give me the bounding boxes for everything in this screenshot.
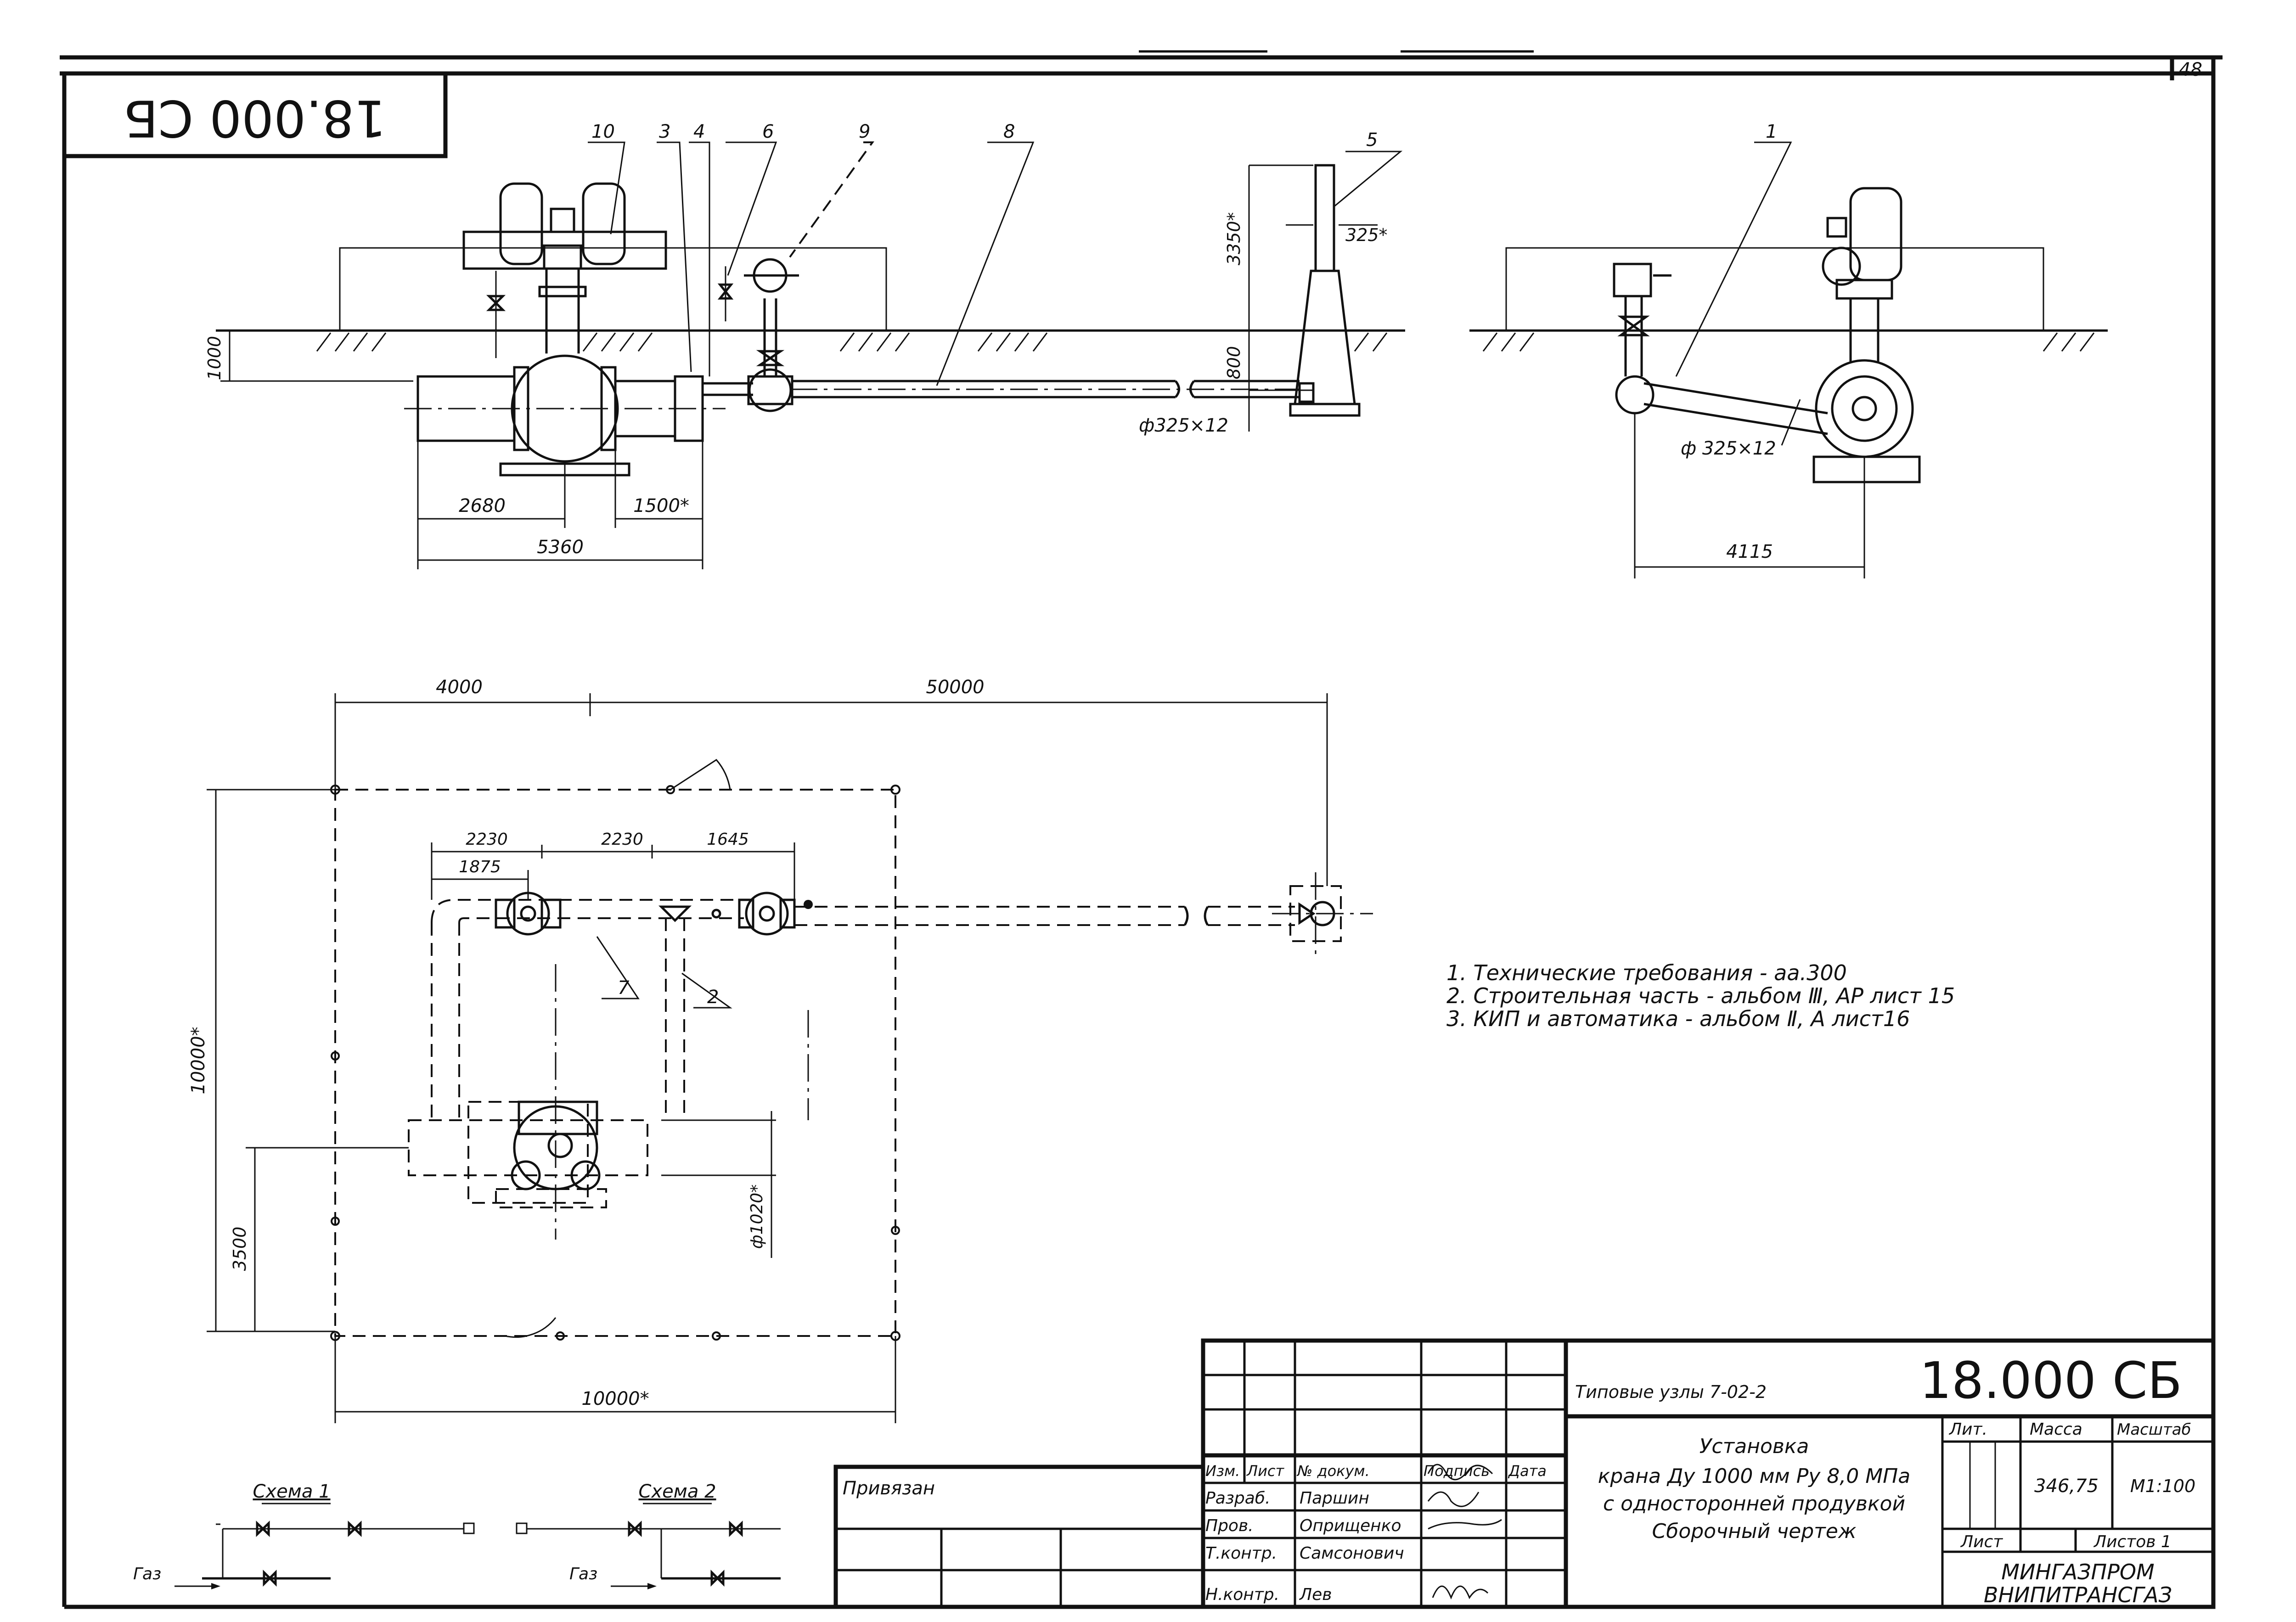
- role-dev: Разраб.: [1205, 1489, 1270, 1508]
- page-number: 48: [2179, 59, 2202, 80]
- dim-stack-depth: 800: [1224, 346, 1244, 380]
- mass-value: 346,75: [2034, 1476, 2099, 1497]
- scheme-1-gas: Газ: [133, 1565, 161, 1583]
- scheme-1: [174, 1503, 475, 1589]
- callout-4: 4: [693, 121, 705, 142]
- dim-side-pipe-dia: ф 325×12: [1681, 438, 1776, 459]
- name-tech: Самсонович: [1300, 1544, 1404, 1563]
- plan-view: [330, 759, 1373, 1341]
- org-1: МИНГАЗПРОМ: [2001, 1560, 2155, 1584]
- col-doc: № докум.: [1296, 1462, 1370, 1480]
- callout-2: 2: [707, 987, 719, 1008]
- title-block: [833, 1338, 2216, 1609]
- dim-side-width: 4115: [1726, 541, 1773, 562]
- dim-elev-depth: 1000: [204, 336, 225, 381]
- scheme-2-gas: Газ: [569, 1565, 597, 1583]
- notes: 1. Технические требования - аа.300 2. Ст…: [1446, 960, 1955, 1031]
- callout-6: 6: [762, 121, 774, 142]
- name-norm: Лев: [1299, 1585, 1332, 1604]
- dim-elev-width-a: 2680: [459, 495, 506, 516]
- note-2: 2. Строительная часть - альбом Ⅲ, АР лис…: [1446, 983, 1955, 1008]
- sheets-label: Листов 1: [2093, 1532, 2172, 1551]
- title-code: 18.000 СБ: [1919, 1351, 2182, 1410]
- bound-label: Привязан: [843, 1478, 935, 1499]
- col-sign: Подпись: [1424, 1462, 1490, 1480]
- title-line-4: Сборочный чертеж: [1652, 1520, 1856, 1543]
- scheme-2-label: Схема 2: [638, 1481, 716, 1502]
- title-line-2: крана Ду 1000 мм Ру 8,0 МПа: [1598, 1465, 1910, 1488]
- org-2: ВНИПИТРАНСГАЗ: [1984, 1583, 2172, 1607]
- dim-pipe-dia: ф325×12: [1139, 415, 1228, 436]
- role-check: Пров.: [1205, 1516, 1254, 1535]
- callout-9: 9: [859, 121, 870, 142]
- dim-plan-top-b: 50000: [926, 677, 984, 698]
- dim-elev-width-total: 5360: [537, 537, 584, 558]
- note-1: 1. Технические требования - аа.300: [1446, 960, 1847, 985]
- callout-5: 5: [1366, 129, 1378, 151]
- dim-stack-dia: 325*: [1345, 225, 1388, 245]
- role-tech: Т.контр.: [1205, 1544, 1277, 1563]
- dim-plan-dia: ф1020*: [748, 1184, 766, 1249]
- title-line-3: с односторонней продувкой: [1603, 1492, 1905, 1515]
- dim-stack-height: 3350*: [1224, 212, 1244, 265]
- col-list: Лист: [1246, 1462, 1284, 1480]
- dim-plan-c1: 2230: [466, 830, 508, 849]
- series-label: Типовые узлы 7-02-2: [1575, 1382, 1767, 1402]
- dim-plan-top-a: 4000: [436, 677, 483, 698]
- dim-plan-bottom: 10000*: [581, 1388, 649, 1409]
- callout-3: 3: [659, 121, 670, 142]
- front-elevation: [216, 164, 1405, 477]
- dim-elev-width-b: 1500*: [633, 495, 689, 516]
- rotated-stamp: 18.000 СБ: [62, 71, 448, 158]
- mass-label: Масса: [2030, 1420, 2082, 1439]
- scheme-2: [516, 1503, 781, 1589]
- scale-value: М1:100: [2130, 1476, 2195, 1496]
- sheet-label: Лист: [1960, 1532, 2003, 1551]
- note-3: 3. КИП и автоматика - альбом Ⅱ, А лист16: [1446, 1006, 1910, 1031]
- callout-leaders: [588, 141, 1792, 1009]
- col-izm: Изм.: [1205, 1462, 1240, 1480]
- title-line-1: Установка: [1699, 1435, 1809, 1458]
- role-norm: Н.контр.: [1205, 1585, 1279, 1604]
- side-elevation: [1469, 187, 2108, 578]
- sheet-frame: [60, 50, 2223, 1609]
- front-dimensions: [220, 164, 1378, 569]
- lit-label: Лит.: [1948, 1420, 1987, 1439]
- dim-plan-c2: 2230: [601, 830, 643, 849]
- scale-label: Масштаб: [2117, 1420, 2191, 1439]
- dim-plan-c3: 1645: [707, 830, 749, 849]
- name-check: Оприщенко: [1300, 1516, 1401, 1535]
- dim-plan-height: 10000*: [188, 1027, 209, 1094]
- callout-1: 1: [1766, 121, 1777, 142]
- rotated-stamp-code: 18.000 СБ: [124, 89, 386, 148]
- dim-plan-c4: 1875: [459, 858, 501, 876]
- dim-plan-height-b: 3500: [230, 1227, 250, 1271]
- col-date: Дата: [1508, 1462, 1547, 1480]
- callout-8: 8: [1003, 121, 1015, 142]
- callout-7: 7: [618, 977, 630, 999]
- plan-dimensions: [207, 693, 1328, 1423]
- name-dev: Паршин: [1300, 1489, 1369, 1508]
- scheme-1-label: Схема 1: [253, 1481, 330, 1502]
- callout-10: 10: [591, 121, 615, 142]
